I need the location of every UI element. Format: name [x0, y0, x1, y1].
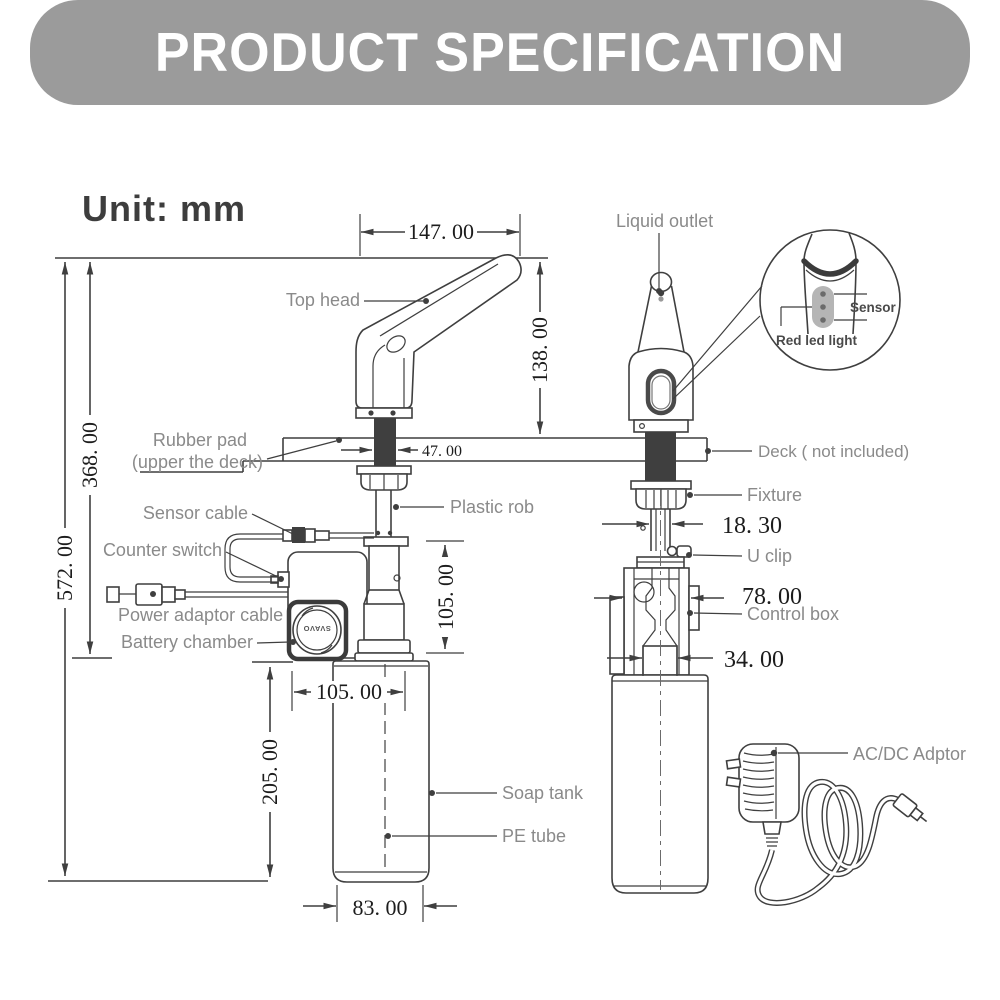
sensor-detail-callout: Sensor Red led light — [672, 229, 901, 400]
power-adaptor-cable-part — [106, 583, 288, 606]
rubber-pad-side — [374, 418, 396, 470]
sensor-window — [645, 368, 677, 416]
dim-rod-width: 18. 30 — [722, 513, 782, 539]
top-head-label: Top head — [286, 290, 360, 310]
counter-switch-label: Counter switch — [103, 540, 222, 560]
part-labels: Top head Rubber pad (upper the deck) Sen… — [103, 211, 966, 846]
red-led-light-label: Red led light — [776, 333, 858, 348]
rubber-pad-front — [645, 432, 676, 481]
plastic-rob-label: Plastic rob — [450, 497, 534, 517]
fixture-side — [356, 465, 412, 475]
plug-prong — [725, 758, 742, 770]
dim-pad-width: 47. 00 — [422, 443, 462, 460]
battery-chamber-label: Battery chamber — [121, 632, 253, 652]
soap-tank-side — [332, 660, 430, 883]
u-clip-label: U clip — [747, 546, 792, 566]
dim-head-width: 147. 00 — [408, 219, 474, 244]
u-clip-part — [666, 545, 678, 557]
brand-logo: SVAVO — [303, 624, 331, 633]
page-title: PRODUCT SPECIFICATION — [154, 21, 846, 84]
dimension-annotations: 147. 00 138. 00 368. 00 572. 00 47. 00 1… — [52, 214, 802, 922]
ac-dc-adapter — [725, 743, 928, 906]
sensor-cable-part — [224, 527, 374, 583]
reference-lines — [48, 257, 548, 882]
dim-bell-width: 34. 00 — [724, 647, 784, 673]
dc-connector — [892, 793, 928, 823]
power-adaptor-cable-label: Power adaptor cable — [118, 605, 283, 625]
deck-surface — [140, 437, 708, 473]
fixture-label: Fixture — [747, 485, 802, 505]
dim-deck-to-top: 368. 00 — [77, 422, 102, 488]
ac-dc-adaptor-label: AC/DC Adptor — [853, 744, 966, 764]
deck-label: Deck ( not included) — [758, 442, 909, 461]
sensor-label: Sensor — [850, 300, 897, 315]
sensor-cable-label: Sensor cable — [143, 503, 248, 523]
dim-head-height: 138. 00 — [527, 317, 552, 383]
liquid-outlet-label: Liquid outlet — [616, 211, 713, 231]
dim-box-width: 78. 00 — [742, 584, 802, 610]
unit-label: Unit: mm — [82, 188, 246, 229]
faucet-side-view: SVAVO — [106, 254, 522, 883]
control-box-label: Control box — [747, 604, 839, 624]
dim-body-width: 105. 00 — [316, 679, 382, 704]
dim-tank-height: 205. 00 — [257, 739, 282, 805]
dim-total-height: 572. 00 — [52, 535, 77, 601]
banner: PRODUCT SPECIFICATION — [30, 0, 970, 105]
rubber-pad-label-2: (upper the deck) — [132, 452, 263, 472]
rubber-pad-label-1: Rubber pad — [153, 430, 247, 450]
pe-tube-label: PE tube — [502, 826, 566, 846]
fixture-front — [630, 480, 692, 490]
soap-tank-label: Soap tank — [502, 783, 584, 803]
dim-pump-height: 105. 00 — [433, 564, 458, 630]
faucet-front-view — [609, 271, 709, 894]
dim-tank-width: 83. 00 — [353, 895, 408, 920]
